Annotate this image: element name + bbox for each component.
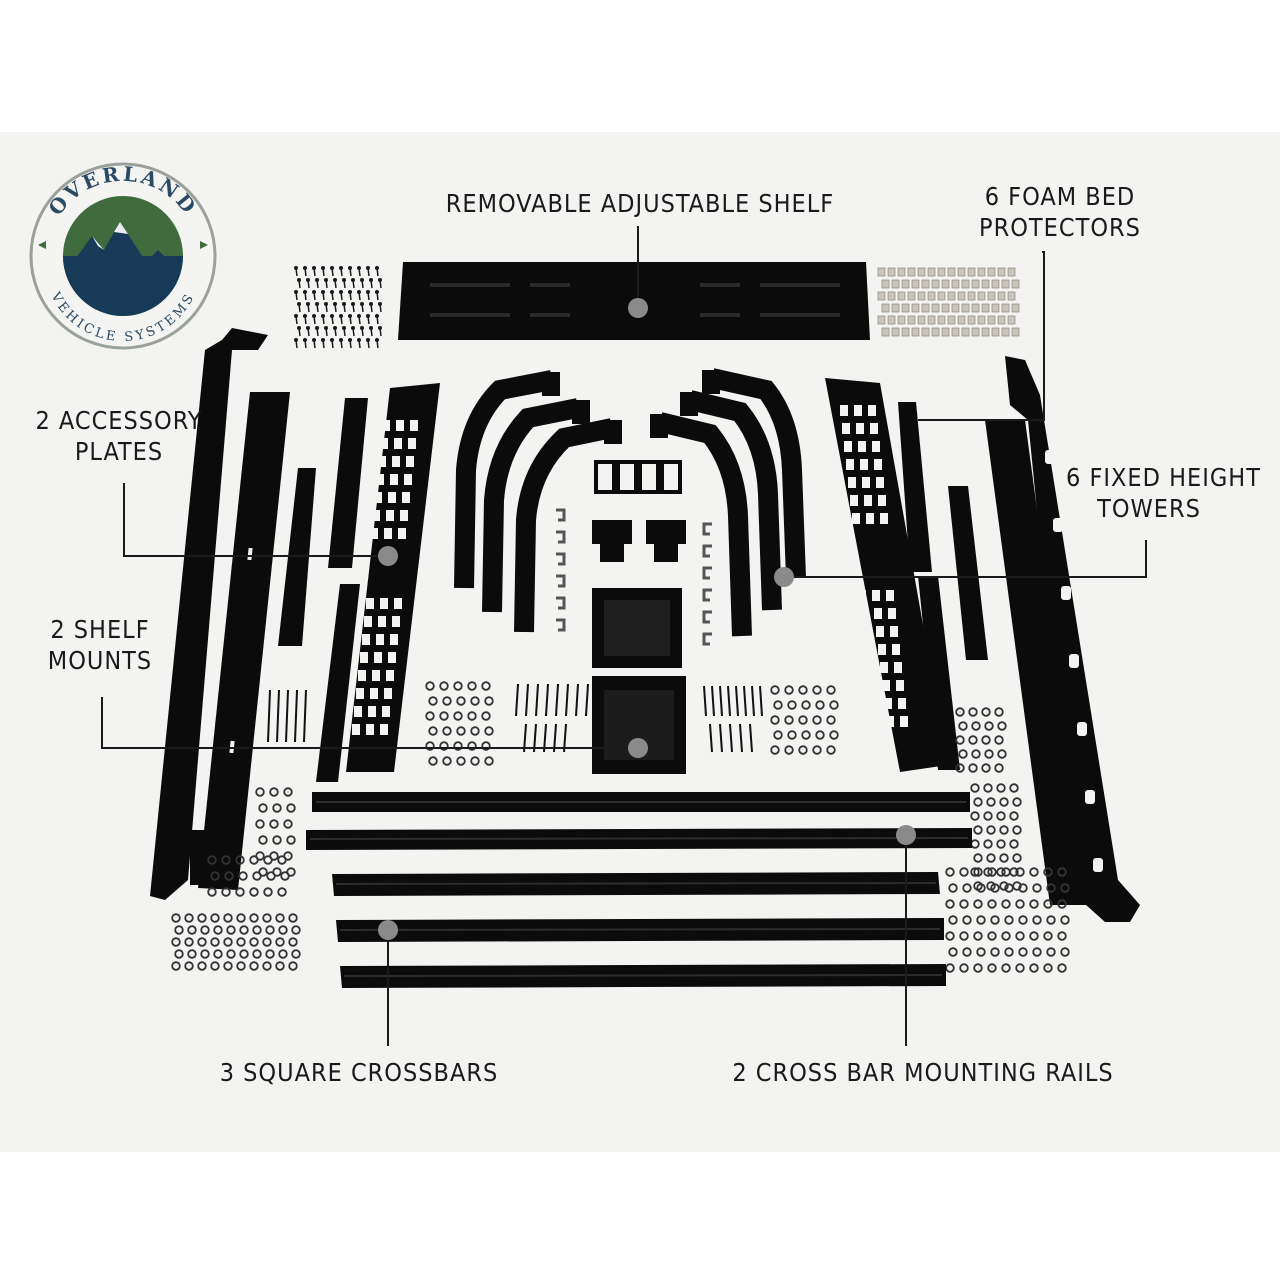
label-foam-protectors: 6 FOAM BED PROTECTORS (970, 181, 1150, 243)
callout-dots (378, 298, 916, 940)
label-accessory-line1: 2 ACCESSORY (35, 406, 203, 435)
callout-lines (101, 226, 1147, 1046)
label-towers-line1: 6 FIXED HEIGHT (1066, 463, 1261, 492)
label-mounts-line2: MOUNTS (47, 646, 153, 675)
bolts-and-washers (171, 681, 1070, 973)
label-mounts-line1: 2 SHELF (50, 615, 150, 644)
label-square-crossbars: 3 SQUARE CROSSBARS (219, 1058, 499, 1087)
label-removable-shelf: REMOVABLE ADJUSTABLE SHELF (445, 189, 835, 218)
crossbars (306, 792, 972, 988)
label-accessory-line2: PLATES (74, 437, 164, 466)
label-mounting-rails: 2 CROSS BAR MOUNTING RAILS (732, 1058, 1114, 1087)
center-brackets (592, 460, 686, 774)
label-fixed-height-towers: 6 FIXED HEIGHT TOWERS (1066, 462, 1261, 524)
foam-bed-protectors (877, 267, 1020, 337)
accessory-plate-right (825, 378, 948, 772)
label-foam-line1: 6 FOAM BED (984, 182, 1136, 211)
label-towers-line2: TOWERS (1097, 494, 1201, 523)
fixed-height-towers (454, 368, 806, 637)
label-foam-line2: PROTECTORS (979, 213, 1141, 242)
label-accessory-plates: 2 ACCESSORY PLATES (24, 405, 214, 467)
screw-cluster-top-left (294, 266, 382, 349)
label-shelf-mounts: 2 SHELF MOUNTS (30, 614, 170, 676)
overland-logo: OVERLAND VEHICLE SYSTEMS (29, 162, 217, 350)
accessory-plate-left (346, 383, 440, 772)
right-mounting-rail (985, 356, 1140, 922)
hardware-hooks (556, 508, 712, 646)
tower-brackets (542, 370, 720, 444)
